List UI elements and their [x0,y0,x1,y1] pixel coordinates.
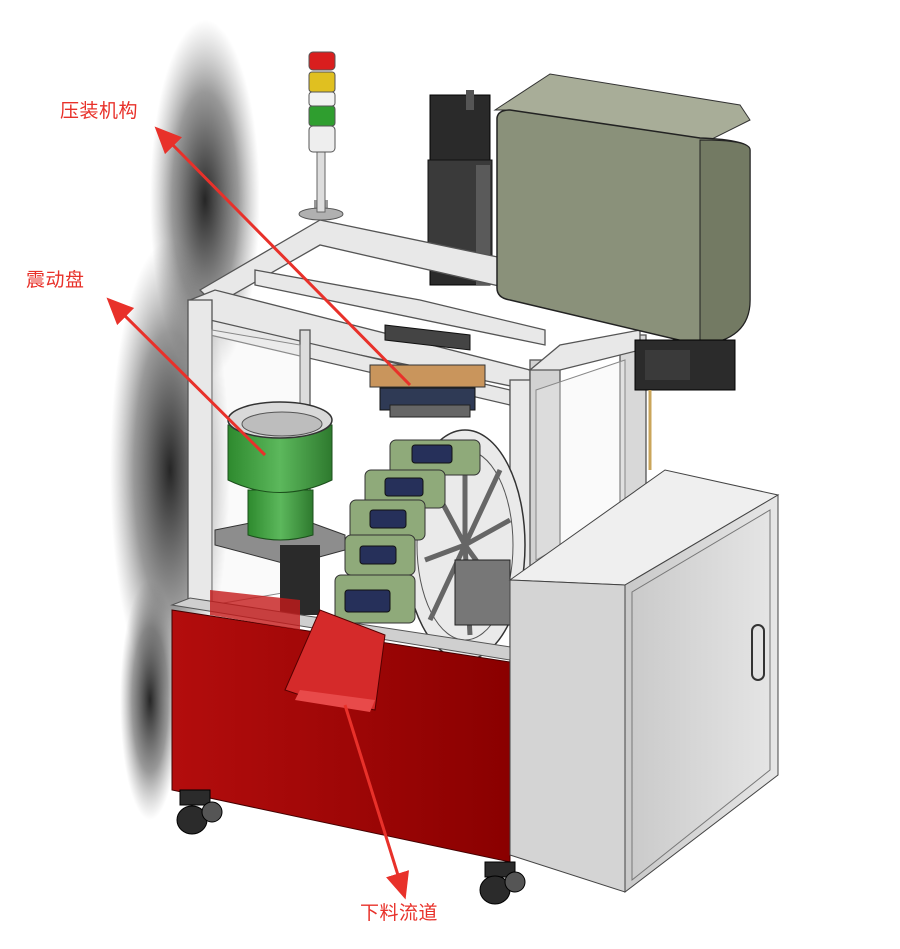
arrow-chute [343,704,409,900]
vibratory-bowl [214,401,346,615]
arrow-press [154,126,412,387]
casters [176,789,526,905]
arrow-bowl [106,297,267,457]
label-vibratory-bowl: 震动盘 [26,269,85,291]
annotation-arrows [106,126,412,900]
press-mechanism [369,324,486,418]
signal-tower [298,51,344,221]
control-enclosure [493,73,751,346]
red-base [170,590,532,863]
electrical-cabinet [508,469,780,894]
indexing-wheel [334,429,526,661]
rear-actuator [634,339,736,470]
label-press-mechanism: 压装机构 [60,100,139,122]
label-discharge-chute: 下料流道 [360,902,439,924]
